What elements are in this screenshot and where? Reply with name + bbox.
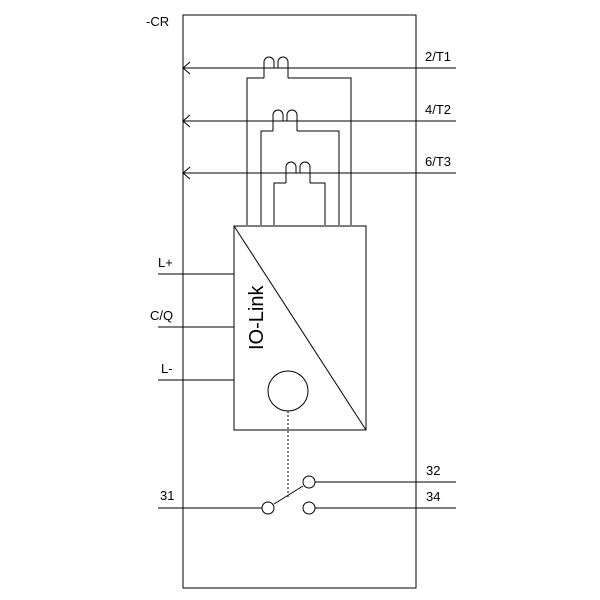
device-label: -CR [146,14,169,29]
terminal-label-t2: 4/T2 [425,102,451,117]
io-link-module [233,225,367,431]
terminal-label-31: 31 [160,488,174,503]
transformer-wiring [246,77,352,225]
phase-line-t1 [182,61,456,75]
terminal-label-t1: 2/T1 [425,49,451,64]
current-transformer-t1 [263,56,289,78]
dial-symbol [267,370,309,412]
phase-line-t3 [182,166,456,180]
current-transformer-t2 [272,109,298,131]
device-enclosure [182,14,417,589]
changeover-contact [158,475,456,515]
phase-line-t2 [182,114,456,128]
terminal-label-cq: C/Q [150,308,173,323]
terminal-label-32: 32 [426,463,440,478]
terminal-label-t3: 6/T3 [425,154,451,169]
module-label: IO-Link [246,285,268,350]
terminal-label-l-plus: L+ [158,255,173,270]
terminal-label-34: 34 [426,489,440,504]
current-transformer-t3 [285,161,311,183]
terminal-label-l-minus: L- [161,361,173,376]
